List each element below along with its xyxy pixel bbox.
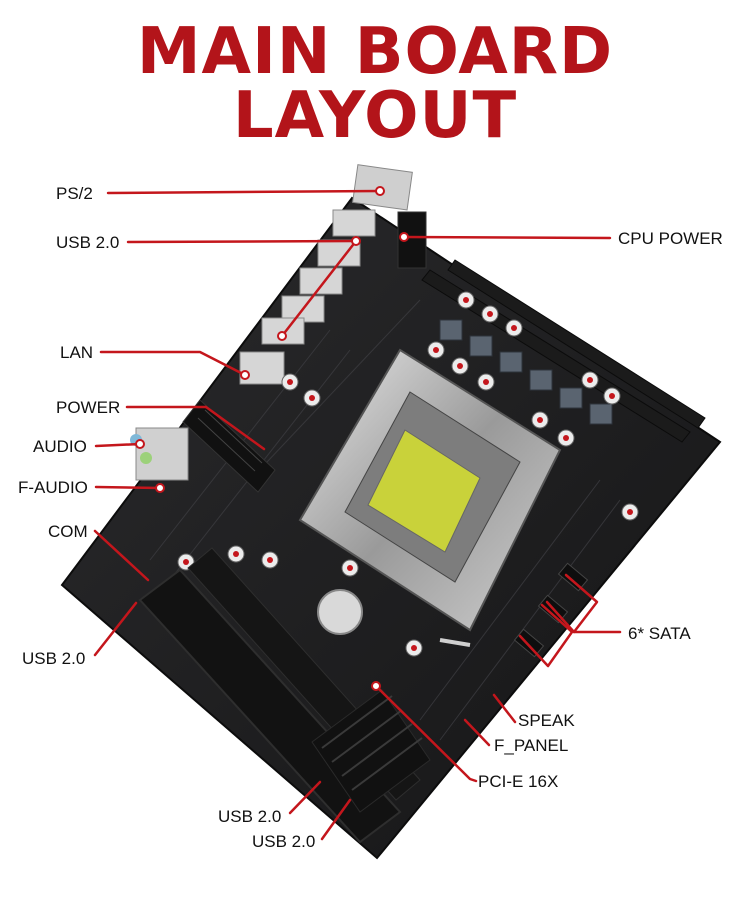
atx-power-connector xyxy=(182,399,276,493)
vrm-choke xyxy=(499,351,523,373)
label-com: COM xyxy=(48,522,88,541)
pointer-line xyxy=(106,189,382,195)
pointer-line xyxy=(280,239,358,338)
vrm-choke xyxy=(559,387,583,409)
label-lan: LAN xyxy=(60,343,94,362)
pointer-line xyxy=(320,798,352,841)
pointer-line xyxy=(93,529,150,582)
vrm-choke xyxy=(589,403,613,425)
pointer-line xyxy=(288,780,322,815)
pointer-line xyxy=(518,603,574,668)
label-usb-left: USB 2.0 xyxy=(22,649,86,668)
socket-protector xyxy=(367,429,481,553)
pointer-line xyxy=(463,718,491,747)
label-usb-bottom-1: USB 2.0 xyxy=(218,807,282,826)
pointer-line xyxy=(374,684,478,783)
label-speak: SPEAK xyxy=(518,711,575,730)
ram-slot xyxy=(447,259,706,429)
audio-jack xyxy=(135,427,189,481)
label-cpu-power: CPU POWER xyxy=(618,229,723,248)
label-f-audio: F-AUDIO xyxy=(18,478,88,497)
label-power: POWER xyxy=(56,398,121,417)
sata-port xyxy=(557,562,589,592)
pointer-line xyxy=(94,442,142,448)
label-audio: AUDIO xyxy=(33,437,87,456)
pointer-line xyxy=(402,235,612,240)
page-title: MAIN BOARD LAYOUT xyxy=(136,15,614,153)
pointer-line xyxy=(93,601,138,657)
label-f-panel: F_PANEL xyxy=(494,736,569,755)
label-pcie: PCI-E 16X xyxy=(478,772,559,791)
audio-port xyxy=(140,452,152,464)
vrm-choke xyxy=(439,319,463,341)
pointer-line xyxy=(204,405,266,451)
pointer-line xyxy=(126,239,358,244)
label-usb-top: USB 2.0 xyxy=(56,233,120,252)
label-usb-bottom-2: USB 2.0 xyxy=(252,832,316,851)
chipset-heatsink xyxy=(311,689,431,813)
label-ps2: PS/2 xyxy=(56,184,93,203)
usb-port xyxy=(332,209,376,237)
pointer-line xyxy=(545,573,599,634)
vrm-choke xyxy=(469,335,493,357)
cmos-battery xyxy=(317,589,363,635)
label-sata: 6* SATA xyxy=(628,624,691,643)
pointer-line xyxy=(99,350,247,377)
pointer-line xyxy=(492,693,517,724)
cpu-power-connector xyxy=(397,211,427,269)
usb-port xyxy=(299,267,343,295)
pointer-line xyxy=(94,485,162,490)
cpu-socket xyxy=(298,348,562,647)
vrm-choke xyxy=(529,369,553,391)
